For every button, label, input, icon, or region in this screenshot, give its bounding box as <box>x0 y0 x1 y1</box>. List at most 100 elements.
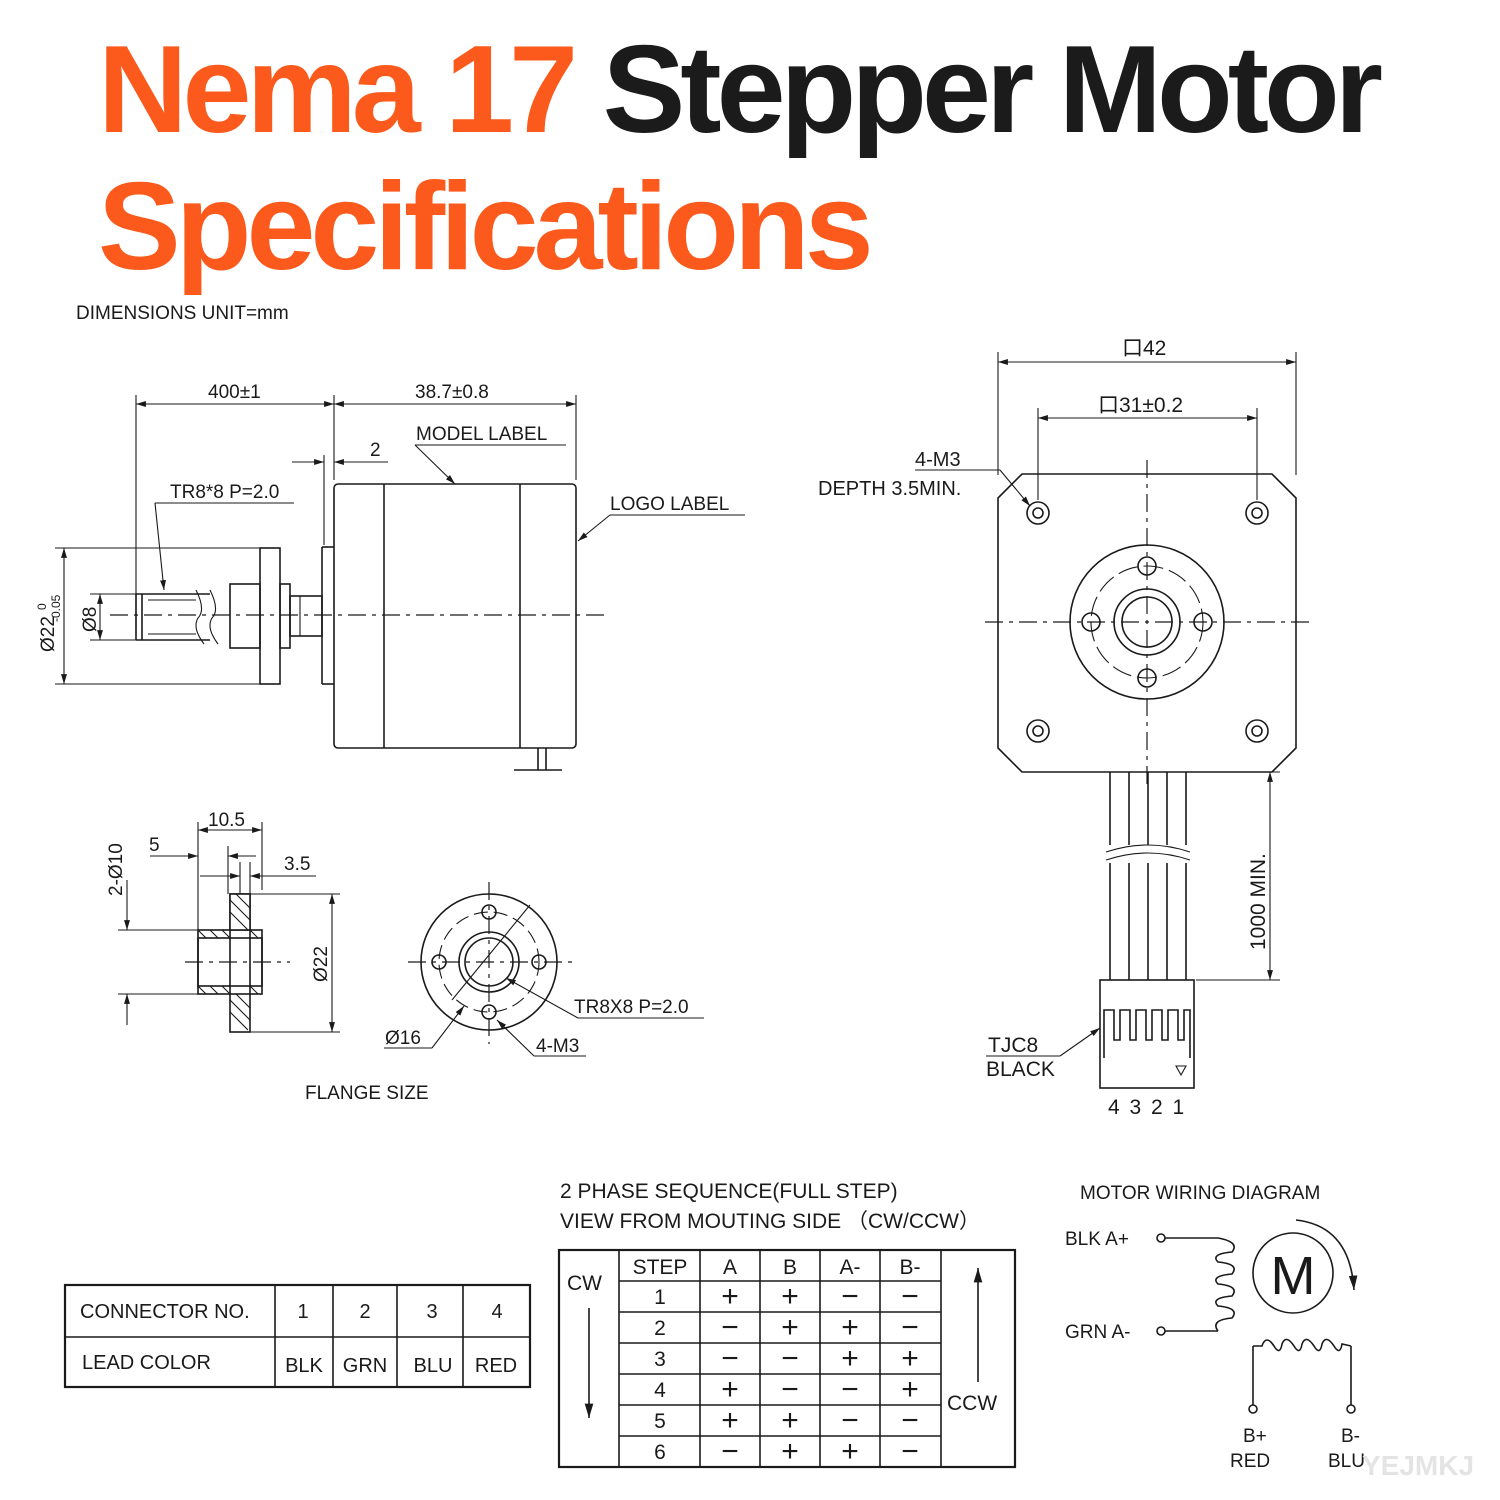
flange-dim-3-5: 3.5 <box>284 854 310 875</box>
phase-title-2: VIEW FROM MOUTING SIDE （CW/CCW） <box>560 1210 980 1233</box>
phase-sign: − <box>721 1311 739 1344</box>
thread-label: TR8*8 P=2.0 <box>170 482 279 503</box>
phase-sign: + <box>901 1373 919 1406</box>
phase-step-number: 5 <box>654 1410 666 1433</box>
dim-body: 38.7±0.8 <box>415 382 489 403</box>
phase-title-1: 2 PHASE SEQUENCE(FULL STEP) <box>560 1180 898 1203</box>
lead-color-2: GRN <box>343 1355 387 1377</box>
lead-color-header: LEAD COLOR <box>82 1352 211 1374</box>
rotation-arrow <box>1295 1219 1358 1291</box>
connector-no-1: 1 <box>297 1301 308 1323</box>
phase-sign: + <box>781 1311 799 1344</box>
flange-hole-circle: Ø16 <box>385 1028 421 1049</box>
connector-label-1: TJC8 <box>988 1034 1038 1057</box>
phase-sign: + <box>901 1342 919 1375</box>
motor-body <box>333 483 577 749</box>
phase-header-3: A- <box>840 1256 861 1279</box>
phase-sign: − <box>781 1373 799 1406</box>
phase-table: 2 PHASE SEQUENCE(FULL STEP) VIEW FROM MO… <box>557 1180 1017 1469</box>
phase-sign: + <box>721 1404 739 1437</box>
connector-no-2: 2 <box>359 1301 370 1323</box>
lead-color-4: RED <box>475 1355 517 1377</box>
cable-length: 1000 MIN. <box>1247 853 1270 950</box>
phase-step-number: 3 <box>654 1348 666 1371</box>
dia-flange-tol-lower: -0.05 <box>49 594 63 622</box>
dim-gap: 2 <box>370 440 381 461</box>
hole-spacing: 口31±0.2 <box>1098 394 1183 417</box>
phase-sign: − <box>901 1435 919 1468</box>
phase-sign: − <box>841 1373 859 1406</box>
flange-caption: FLANGE SIZE <box>305 1083 429 1104</box>
dim-lead: 400±1 <box>208 382 261 403</box>
phase-header-0: STEP <box>633 1256 688 1279</box>
phase-sign: + <box>721 1280 739 1313</box>
title-nema: Nema 17 <box>98 21 603 159</box>
motor-symbol-letter: M <box>1271 1246 1316 1306</box>
coil-a <box>1215 1237 1235 1332</box>
cw-label: CW <box>567 1272 602 1295</box>
wire-b-plus-2: RED <box>1230 1451 1270 1472</box>
flange-holes-dim: 2-Ø10 <box>106 843 127 896</box>
page-title-line1: Nema 17 Stepper Motor <box>98 28 1383 152</box>
title-stepper: Stepper Motor <box>602 21 1383 159</box>
phase-header-4: B- <box>900 1256 921 1279</box>
phase-sign: − <box>901 1404 919 1437</box>
flange-thread: TR8X8 P=2.0 <box>574 997 689 1018</box>
dia-shaft: Ø8 <box>80 607 101 632</box>
wiring-title: MOTOR WIRING DIAGRAM <box>1080 1183 1320 1204</box>
watermark: YEJMKJ <box>1362 1450 1474 1481</box>
lead-color-1: BLK <box>285 1355 323 1377</box>
wiring-diagram: MOTOR WIRING DIAGRAM BLK A+ GRN A- M B+ … <box>1065 1183 1365 1472</box>
phase-sign: − <box>781 1342 799 1375</box>
connector-no-3: 3 <box>426 1301 437 1323</box>
connector-no-header: CONNECTOR NO. <box>80 1301 250 1323</box>
phase-sign: − <box>721 1342 739 1375</box>
dia-flange-tol-upper: 0 <box>35 603 49 610</box>
lead-color-3: BLU <box>414 1355 453 1377</box>
units-note: DIMENSIONS UNIT=mm <box>76 303 289 324</box>
phase-sign: + <box>841 1311 859 1344</box>
phase-sign: + <box>841 1435 859 1468</box>
motor-symbol <box>1252 1232 1334 1314</box>
logo-label: LOGO LABEL <box>610 494 729 515</box>
phase-sign: + <box>781 1404 799 1437</box>
phase-sign: − <box>901 1311 919 1344</box>
flange-width: 10.5 <box>208 810 245 831</box>
wire-b-minus-2: BLU <box>1328 1451 1365 1472</box>
connector-label-2: BLACK <box>986 1058 1055 1081</box>
flange-dia: Ø22 <box>311 946 332 982</box>
phase-step-number: 6 <box>654 1441 666 1464</box>
phase-sign: + <box>841 1342 859 1375</box>
phase-sign: + <box>781 1435 799 1468</box>
wire-a-plus: BLK A+ <box>1065 1229 1129 1250</box>
front-view: 口42 口31±0.2 4-M3 DEPTH 3.5MIN. <box>818 337 1312 1119</box>
phase-step-number: 4 <box>654 1379 666 1402</box>
wire-a-minus: GRN A- <box>1065 1322 1130 1343</box>
front-size: 口42 <box>1122 337 1166 360</box>
wire-b-plus-1: B+ <box>1243 1426 1267 1447</box>
model-label: MODEL LABEL <box>416 424 547 445</box>
dia-flange: Ø22 <box>38 616 59 652</box>
flange-holes: 4-M3 <box>536 1036 579 1057</box>
wire-b-minus-1: B- <box>1341 1426 1360 1447</box>
phase-step-number: 2 <box>654 1317 666 1340</box>
page-title-line2: Specifications <box>98 158 874 296</box>
phase-sign: − <box>841 1280 859 1313</box>
holes-label-2: DEPTH 3.5MIN. <box>818 478 961 500</box>
ccw-label: CCW <box>947 1392 997 1415</box>
pin-numbers: 4 3 2 1 <box>1108 1096 1186 1119</box>
flange-view: 10.5 5 3.5 2-Ø10 Ø22 <box>106 810 704 1104</box>
phase-sign: − <box>721 1435 739 1468</box>
phase-sign: − <box>841 1404 859 1437</box>
connector-no-4: 4 <box>491 1301 502 1323</box>
connector-housing <box>1099 979 1195 1089</box>
phase-header-1: A <box>723 1256 737 1279</box>
flange-dim-5: 5 <box>149 835 160 856</box>
coil-b <box>1253 1338 1352 1352</box>
phase-sign: + <box>781 1280 799 1313</box>
phase-sign: − <box>901 1280 919 1313</box>
phase-step-number: 1 <box>654 1286 666 1309</box>
holes-label-1: 4-M3 <box>915 449 961 471</box>
side-view: DIMENSIONS UNIT=mm 400±1 38.7±0.8 2 MODE… <box>35 303 745 771</box>
